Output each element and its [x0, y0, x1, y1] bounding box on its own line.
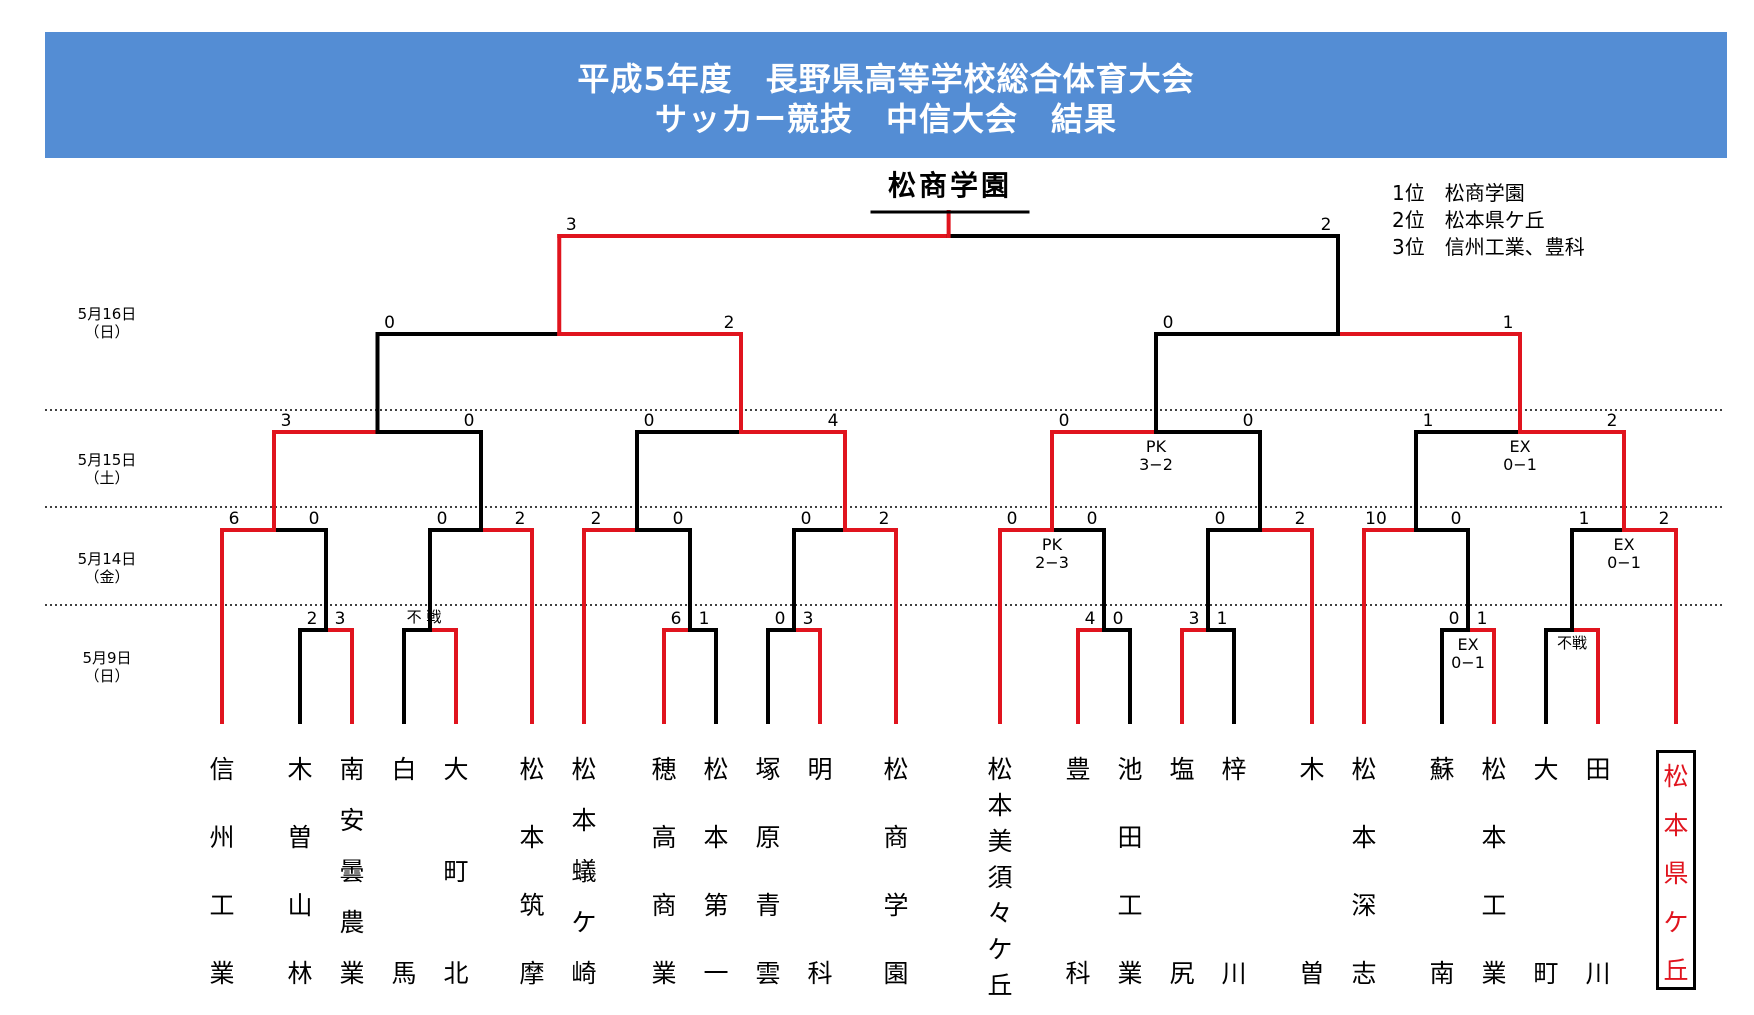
- date-round-qf: 5月15日（土）: [77, 451, 137, 487]
- score-label: 0−1: [1503, 455, 1537, 474]
- score-label: 0: [437, 509, 448, 529]
- score-label: 1: [1477, 609, 1488, 629]
- team-name: 松本美須々ケ丘: [987, 755, 1013, 1000]
- team-name: 塚原青雲: [755, 755, 781, 988]
- champion-name: 松商学園: [887, 169, 1012, 202]
- score-label: 1: [1503, 313, 1514, 333]
- score-label: 2−3: [1035, 553, 1069, 572]
- team-name: 蘇南: [1429, 755, 1455, 988]
- team-name: 田川: [1585, 755, 1611, 988]
- title-banner: 平成5年度 長野県高等学校総合体育大会 サッカー競技 中信大会 結果: [45, 32, 1727, 158]
- rank-2: 2位 松本県ケ丘: [1392, 208, 1545, 232]
- team-name: 松本筑摩: [519, 755, 545, 988]
- title-line-2: サッカー競技 中信大会 結果: [654, 100, 1117, 138]
- score-label: 0: [1113, 609, 1124, 629]
- team-name: 松本深志: [1351, 755, 1377, 988]
- score-label: 2: [1659, 509, 1670, 529]
- team-name: 松本蟻ケ崎: [571, 755, 597, 988]
- score-label: 0: [775, 609, 786, 629]
- score-label: 0: [1449, 609, 1460, 629]
- score-label: 0: [309, 509, 320, 529]
- rank-3: 3位 信州工業、豊科: [1392, 235, 1585, 259]
- team-name: 松本工業: [1481, 755, 1507, 988]
- team-name: 白馬: [391, 755, 417, 988]
- team-name: 木曽山林: [287, 755, 313, 988]
- title-line-1: 平成5年度 長野県高等学校総合体育大会: [577, 60, 1195, 98]
- score-label: 0: [644, 411, 655, 431]
- score-label: 2: [591, 509, 602, 529]
- score-label: 0: [1215, 509, 1226, 529]
- score-label: 0: [384, 313, 395, 333]
- score-label: 2: [307, 609, 318, 629]
- team-name: 池田工業: [1117, 755, 1143, 988]
- score-label: 2: [1607, 411, 1618, 431]
- score-label: 6: [671, 609, 682, 629]
- score-label: 1: [1217, 609, 1228, 629]
- team-name: 穂高商業: [651, 755, 677, 988]
- team-name: 梓川: [1221, 755, 1247, 988]
- score-label: 0−1: [1451, 653, 1485, 672]
- team-name: 松商学園: [883, 755, 909, 988]
- score-label: 2: [879, 509, 890, 529]
- score-label: 0: [673, 509, 684, 529]
- score-label: 4: [828, 411, 839, 431]
- score-label: 3: [566, 215, 577, 235]
- score-label: 2: [1321, 215, 1332, 235]
- score-label: 3: [803, 609, 814, 629]
- score-label: EX: [1613, 535, 1634, 554]
- rankings: 1位 松商学園 2位 松本県ケ丘 3位 信州工業、豊科: [1392, 180, 1585, 261]
- rank-1: 1位 松商学園: [1392, 181, 1525, 205]
- score-label: 3−2: [1139, 455, 1173, 474]
- score-label: 10: [1365, 509, 1387, 529]
- team-name: 豊科: [1065, 755, 1091, 988]
- score-label: 1: [1579, 509, 1590, 529]
- score-label: 2: [724, 313, 735, 333]
- score-label: 0: [1059, 411, 1070, 431]
- score-label: PK: [1146, 437, 1167, 456]
- team-name: 塩尻: [1169, 755, 1195, 988]
- score-label: 0−1: [1607, 553, 1641, 572]
- team-name: 信州工業: [209, 755, 235, 988]
- date-round-r1: 5月9日（日）: [82, 649, 132, 685]
- score-label: 不 戦: [407, 608, 442, 626]
- score-label: EX: [1509, 437, 1530, 456]
- score-label: 0: [1007, 509, 1018, 529]
- score-label: 0: [464, 411, 475, 431]
- score-label: 不戦: [1557, 634, 1587, 652]
- date-round-r16: 5月14日（金）: [77, 550, 137, 586]
- score-label: 0: [1163, 313, 1174, 333]
- score-label: 2: [515, 509, 526, 529]
- score-label: 3: [335, 609, 346, 629]
- team-name: 松本第一: [703, 755, 729, 988]
- score-label: 3: [281, 411, 292, 431]
- score-label: 1: [1423, 411, 1434, 431]
- score-label: 4: [1085, 609, 1096, 629]
- date-round-final: 5月16日（日）: [77, 305, 137, 341]
- score-label: 3: [1189, 609, 1200, 629]
- score-label: 0: [1087, 509, 1098, 529]
- score-label: 0: [1451, 509, 1462, 529]
- team-name: 大町: [1533, 755, 1559, 988]
- score-label: 2: [1295, 509, 1306, 529]
- score-label: EX: [1457, 635, 1478, 654]
- score-label: 6: [229, 509, 240, 529]
- score-label: 0: [801, 509, 812, 529]
- team-name: 木曽: [1299, 755, 1325, 988]
- score-label: 1: [699, 609, 710, 629]
- score-label: 0: [1243, 411, 1254, 431]
- team-name: 明科: [807, 755, 833, 988]
- score-label: PK: [1042, 535, 1063, 554]
- team-name: 大町北: [443, 755, 469, 988]
- team-name: 松本県ケ丘: [1656, 750, 1696, 990]
- team-name: 南安曇農業: [339, 755, 365, 988]
